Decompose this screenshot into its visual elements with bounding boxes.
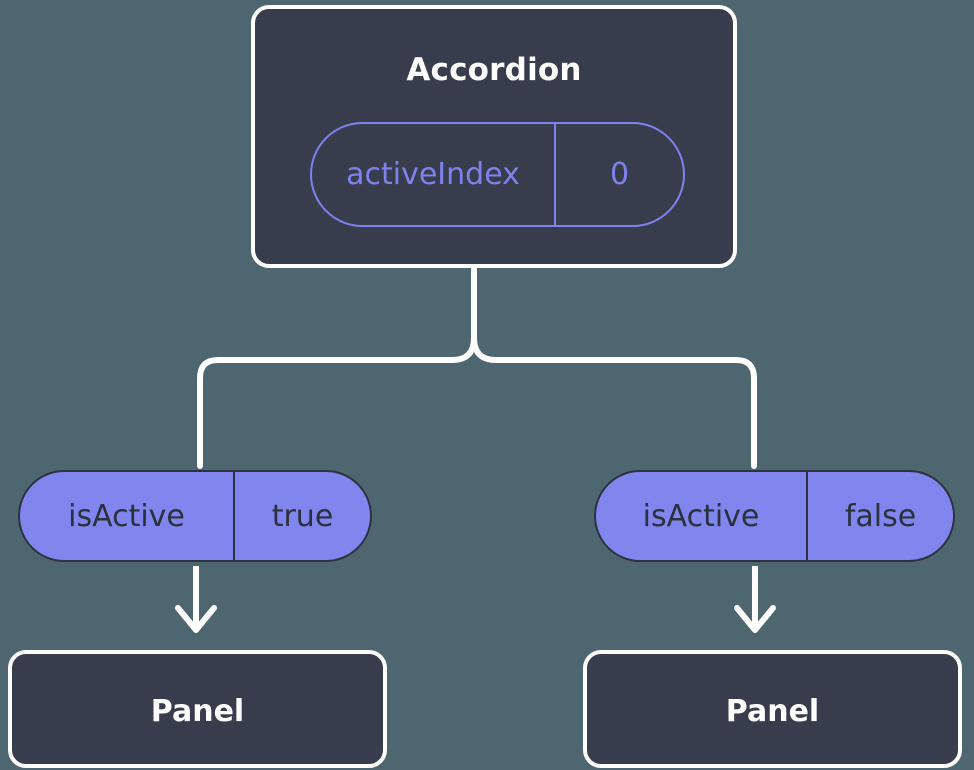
accordion-node-title: Accordion — [406, 52, 582, 88]
panel-node-left[interactable]: Panel — [8, 650, 387, 768]
state-pill-value: 0 — [609, 157, 630, 192]
right-prop-pill-key: isActive — [596, 472, 808, 560]
root-to-branch-trunk — [197, 265, 477, 469]
left-prop-pill-value: true — [271, 498, 334, 534]
right-prop-to-panel-arrow-head — [734, 605, 776, 633]
accordion-node[interactable]: Accordion activeIndex 0 — [251, 5, 737, 268]
right-prop-pill-value: false — [844, 498, 917, 534]
active-index-state-pill[interactable]: activeIndex 0 — [310, 122, 685, 227]
is-active-true-prop-pill[interactable]: isActive true — [18, 470, 372, 562]
panel-node-left-title: Panel — [150, 694, 245, 729]
branch-to-right-child — [471, 335, 757, 469]
state-pill-key: activeIndex — [312, 124, 556, 225]
panel-node-right-title: Panel — [725, 694, 820, 729]
left-prop-pill-key: isActive — [20, 472, 235, 560]
panel-node-right[interactable]: Panel — [583, 650, 962, 768]
is-active-false-prop-pill[interactable]: isActive false — [594, 470, 955, 562]
left-prop-to-panel-arrow-head — [175, 605, 217, 633]
